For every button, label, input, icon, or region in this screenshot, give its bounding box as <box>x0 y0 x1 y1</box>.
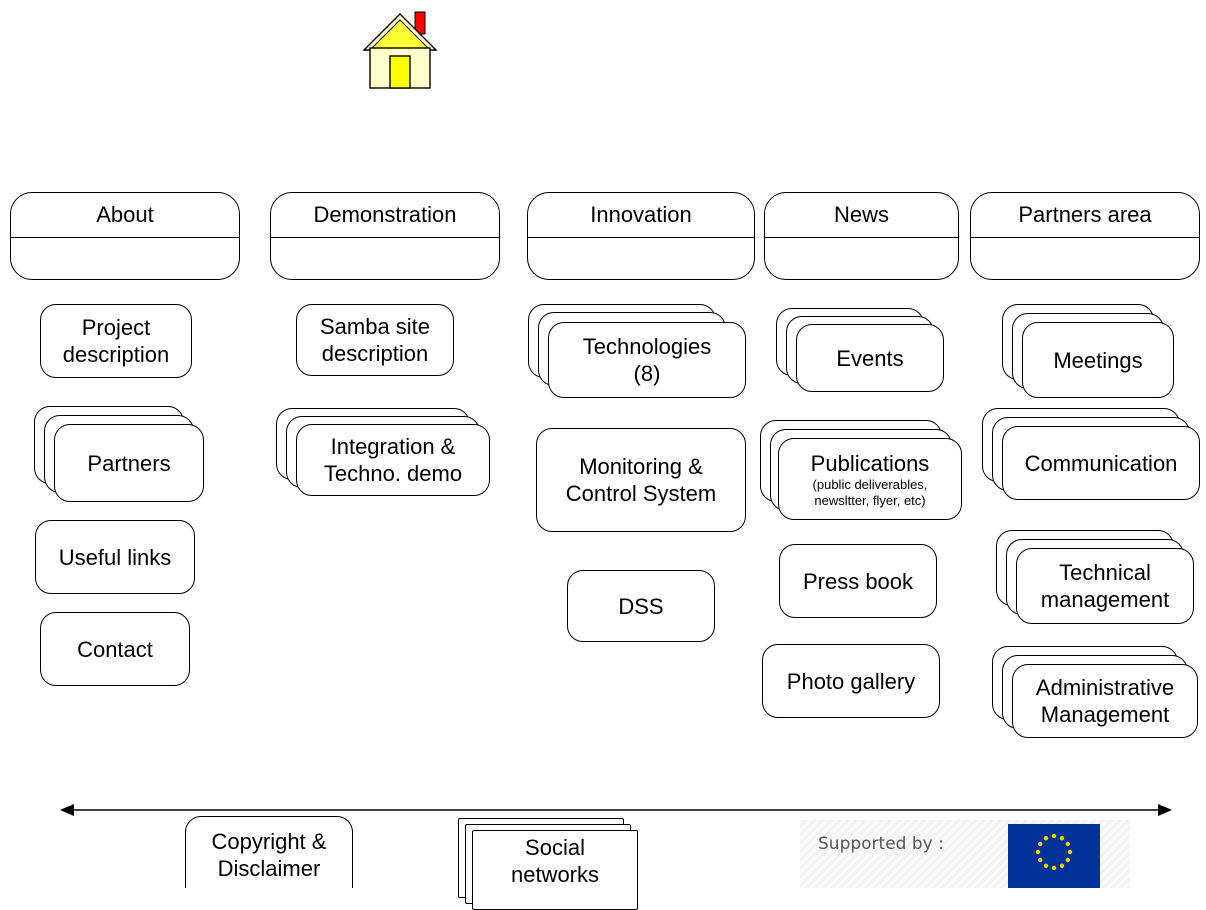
column-header-label: Innovation <box>528 193 754 238</box>
node-label-line: management <box>1040 587 1170 612</box>
node-label-line: Technical <box>1059 560 1151 585</box>
eu-flag-icon <box>1008 824 1100 888</box>
dss-node[interactable]: DSS <box>567 570 715 642</box>
column-header-demonstration[interactable]: Demonstration <box>270 192 500 280</box>
column-header-label: News <box>765 193 958 238</box>
node-label: Publications <box>810 450 930 476</box>
integration-techno-demo-node[interactable]: Integration & Techno. demo <box>276 408 490 496</box>
events-node[interactable]: Events <box>776 308 944 392</box>
node-label: Contact <box>77 636 153 662</box>
supported-by-label: Supported by : <box>818 834 944 854</box>
node-label: Meetings <box>1053 347 1143 373</box>
communication-node[interactable]: Communication <box>982 408 1200 500</box>
publications-node[interactable]: Publications (public deliverables, newsl… <box>760 420 962 520</box>
node-label-line: Control System <box>565 481 717 506</box>
column-header-label: About <box>11 193 239 238</box>
technologies-node[interactable]: Technologies (8) <box>528 304 746 398</box>
supported-by-banner: Supported by : <box>800 820 1130 888</box>
copyright-disclaimer-node[interactable]: Copyright & Disclaimer <box>185 816 353 888</box>
node-label-line: Integration & <box>330 434 456 459</box>
footer-arrow-line <box>60 804 1172 816</box>
events-node-front: Events <box>796 324 944 392</box>
node-label-line: description <box>62 342 170 367</box>
publications-node-front: Publications (public deliverables, newsl… <box>778 438 962 520</box>
column-header-label: Partners area <box>971 193 1199 238</box>
project-description-node[interactable]: Project description <box>40 304 192 378</box>
technical-node-front: Technical management <box>1016 548 1194 624</box>
social-networks-front: Social networks <box>472 830 638 910</box>
node-label-line: Techno. demo <box>323 461 463 486</box>
node-label-line: networks <box>510 862 600 887</box>
photo-gallery-node[interactable]: Photo gallery <box>762 644 940 718</box>
node-label: Photo gallery <box>786 668 916 694</box>
node-label: DSS <box>618 593 664 619</box>
node-label-line: (8) <box>633 361 661 386</box>
column-header-partners-area[interactable]: Partners area <box>970 192 1200 280</box>
node-sublabel-line: newsltter, flyer, etc) <box>814 492 926 508</box>
meetings-node-front: Meetings <box>1022 322 1174 398</box>
partners-node[interactable]: Partners <box>34 406 204 502</box>
node-label-line: Monitoring & <box>579 454 703 479</box>
column-header-label: Demonstration <box>271 193 499 238</box>
node-label-line: Project <box>81 315 151 340</box>
integration-node-front: Integration & Techno. demo <box>296 424 490 496</box>
meetings-node[interactable]: Meetings <box>1002 304 1174 398</box>
node-sublabel-line: (public deliverables, <box>812 476 928 492</box>
administrative-management-node[interactable]: Administrative Management <box>992 646 1198 738</box>
node-label-line: Disclaimer <box>217 855 321 881</box>
partners-node-front: Partners <box>54 424 204 502</box>
node-label-line: Samba site <box>319 314 431 339</box>
column-header-news[interactable]: News <box>764 192 959 280</box>
node-label-line: Management <box>1040 702 1170 727</box>
social-networks-node[interactable]: Social networks <box>458 818 638 910</box>
administrative-node-front: Administrative Management <box>1012 664 1198 738</box>
node-label-line: Technologies <box>582 334 712 359</box>
node-label: Events <box>836 345 904 371</box>
node-label-line: Social <box>525 835 585 860</box>
node-label-line: Copyright & <box>211 828 327 854</box>
technologies-node-front: Technologies (8) <box>548 322 746 398</box>
node-label: Partners <box>87 450 171 476</box>
useful-links-node[interactable]: Useful links <box>35 520 195 594</box>
node-label: Press book <box>802 568 914 594</box>
column-header-innovation[interactable]: Innovation <box>527 192 755 280</box>
samba-site-description-node[interactable]: Samba site description <box>296 304 454 376</box>
technical-management-node[interactable]: Technical management <box>996 530 1194 624</box>
column-header-about[interactable]: About <box>10 192 240 280</box>
monitoring-control-system-node[interactable]: Monitoring & Control System <box>536 428 746 532</box>
node-label: Useful links <box>58 544 172 570</box>
node-label-line: description <box>321 341 429 366</box>
node-label-line: Administrative <box>1035 675 1175 700</box>
home-icon[interactable] <box>360 10 440 90</box>
contact-node[interactable]: Contact <box>40 612 190 686</box>
node-label: Communication <box>1024 450 1178 476</box>
communication-node-front: Communication <box>1002 426 1200 500</box>
press-book-node[interactable]: Press book <box>779 544 937 618</box>
